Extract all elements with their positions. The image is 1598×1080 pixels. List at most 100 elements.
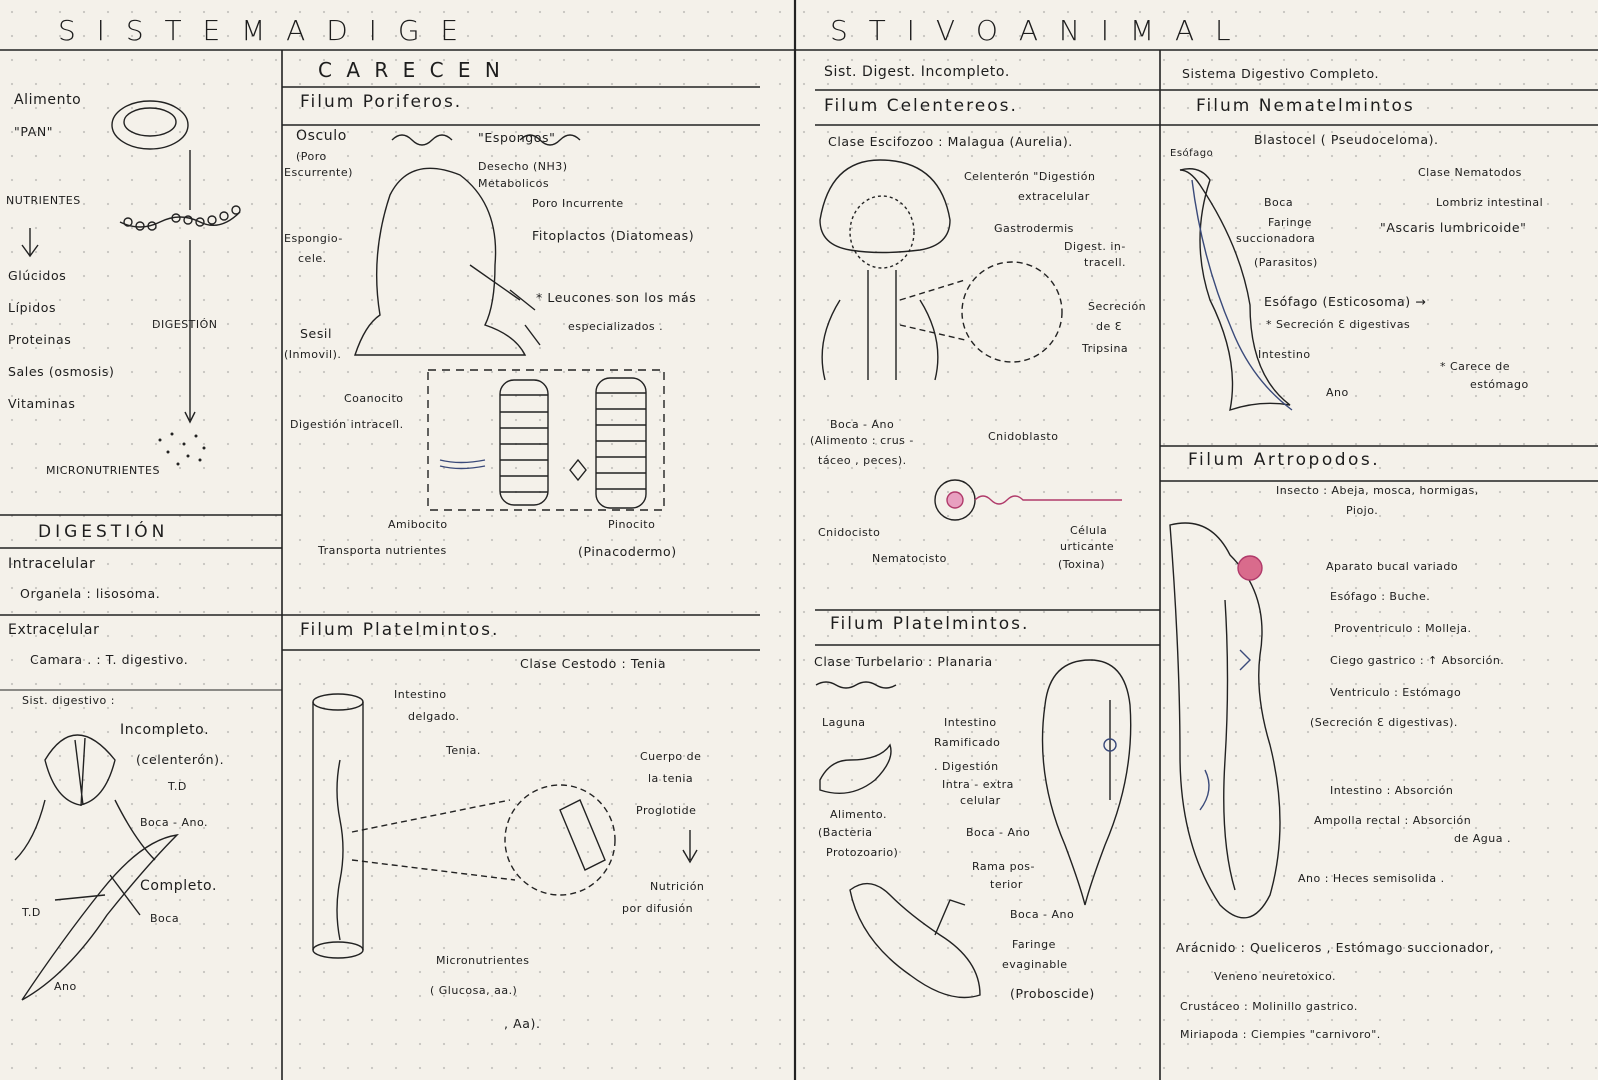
nutrient-item-glucidos: Glúcidos — [8, 268, 67, 283]
filum-artropodos-heading: Filum Artropodos. — [1188, 450, 1381, 470]
filum-nematelmintos-heading: Filum Nematelmintos — [1196, 96, 1415, 116]
boca-ano-label: Boca - Ano — [830, 418, 895, 431]
leucones-note: * Leucones son los más — [536, 290, 697, 305]
blastocel-label: Blastocel ( Pseudoceloma). — [1254, 132, 1439, 147]
incompleto-header: Sist. Digest. Incompleto. — [824, 64, 1010, 80]
secrecion-digestivas-label: * Secreción Ɛ digestivas — [1266, 318, 1411, 331]
intestino-label: Intestino — [394, 688, 447, 701]
celenteron-label: (celenterón). — [136, 752, 225, 767]
espongos-label: "Espongos" — [478, 130, 556, 145]
estomago-label: estómago — [1470, 378, 1529, 391]
lombriz-label: Lombriz intestinal — [1436, 196, 1544, 209]
insecto-label: Insecto : Abeja, mosca, hormigas, — [1276, 484, 1479, 497]
page-title-right: S T I V O A N I M A L — [830, 14, 1237, 47]
desecho-label: Desecho (NH3) — [478, 160, 568, 173]
evaginable-label: evaginable — [1002, 958, 1068, 971]
cnidoblasto-label: Cnidoblasto — [988, 430, 1059, 443]
esofago-esticosoma-label: Esófago (Esticosoma) → — [1264, 294, 1427, 309]
succionadora-label: succionadora — [1236, 232, 1316, 245]
nutrient-item-proteinas: Proteinas — [8, 332, 72, 347]
planaria-drawing — [1041, 659, 1132, 906]
ramificado-label: Ramificado — [934, 736, 1001, 749]
sponge-drawing — [354, 167, 527, 356]
poro-escurrente-label: (Poro — [296, 150, 327, 163]
food-name: "PAN" — [14, 124, 54, 139]
coanocito-label: Coanocito — [344, 392, 404, 405]
proventriculo-label: Proventriculo : Molleja. — [1334, 622, 1472, 635]
agua-label: de Agua . — [1454, 832, 1511, 845]
carecen-header: C A R E C E N — [318, 58, 504, 82]
amibocito-label: Amibocito — [388, 518, 448, 531]
fitoplactos-label: Fitoplactos (Diatomeas) — [532, 228, 695, 243]
laguna-label: Laguna — [822, 716, 866, 729]
intestino-absorcion-label: Intestino : Absorción — [1330, 784, 1454, 797]
filum-platelmintos-heading-2: Filum Platelmintos. — [830, 614, 1030, 634]
carece-label: * Carece de — [1440, 360, 1511, 373]
espongiocele-label-2: cele. — [298, 252, 327, 265]
filum-poriferos-heading: Filum Poriferos. — [300, 92, 463, 112]
terior-label: terior — [990, 878, 1023, 891]
extracelular-label: extracelular — [1018, 190, 1090, 203]
proglotide-label: Proglotide — [636, 804, 697, 817]
filum-platelmintos-heading: Filum Platelmintos. — [300, 620, 500, 640]
cuerpo-tenia-label: Cuerpo de — [640, 750, 702, 763]
secrecion-label: Secreción — [1088, 300, 1147, 313]
planaria-body-drawing — [849, 882, 981, 999]
nematode-drawing — [1179, 168, 1291, 412]
camara-label: Camara . : T. digestivo. — [30, 652, 189, 667]
ano-label-2: Ano — [1326, 386, 1349, 399]
gastrodermis-zoom-circle — [961, 261, 1063, 363]
glucosa-label: ( Glucosa, aa.) — [430, 984, 518, 997]
proglottid-zoom-circle — [504, 784, 616, 896]
espongiocele-label: Espongio- — [284, 232, 343, 245]
osculo-label: Osculo — [296, 128, 347, 144]
bread-drawing — [111, 100, 189, 150]
esofago-buche-label: Esófago : Buche. — [1330, 590, 1431, 603]
pinacodermo-label: (Pinacodermo) — [578, 544, 677, 559]
toxina-label: (Toxina) — [1058, 558, 1106, 571]
small-planaria-drawing — [819, 743, 892, 794]
transporta-label: Transporta nutrientes — [318, 544, 447, 557]
faringe-label-2: Faringe — [1268, 216, 1312, 229]
aracnido-label: Arácnido : Queliceros , Estómago succion… — [1176, 940, 1495, 955]
intracellular-label: Intracelular — [8, 556, 96, 572]
ascaris-label: "Ascaris lumbricoide" — [1380, 220, 1527, 235]
difusion-label: por difusión — [622, 902, 694, 915]
secrecion-digestivas-label-2: (Secreción Ɛ digestivas). — [1310, 716, 1458, 729]
ventriculo-label: Ventriculo : Estómago — [1330, 686, 1462, 699]
delgado-label: delgado. — [408, 710, 460, 723]
boca-ano-label-2: Boca - Ano — [966, 826, 1031, 839]
ano-label: Ano — [54, 980, 77, 993]
alimento-label: (Alimento : crus - — [810, 434, 914, 447]
tripsina-label: Tripsina — [1082, 342, 1129, 355]
tenia-label: Tenia. — [446, 744, 481, 757]
cnidocisto-label: Cnidocisto — [818, 526, 881, 539]
boca-label-2: Boca — [1264, 196, 1294, 209]
intestino-label-3: Intestino — [1258, 348, 1311, 361]
pinocito-label: Pinocito — [608, 518, 656, 531]
digest-intracell-label: Digest. in- — [1064, 240, 1126, 253]
boca-ano-label-3: Boca - Ano — [1010, 908, 1075, 921]
crustaceo-label: Crustáceo : Molinillo gastrico. — [1180, 1000, 1358, 1013]
digestion-label-2: . Digestión — [934, 760, 999, 773]
poro-escurrente-label-2: Escurrente) — [284, 166, 353, 179]
escifozoo-label: Clase Escifozoo : Malagua (Aurelia). — [828, 134, 1073, 149]
choanocyte-stack — [499, 379, 549, 506]
completo-header: Sistema Digestivo Completo. — [1182, 66, 1380, 81]
amibocyte-drawing — [569, 458, 587, 482]
alimento-label-2: Alimento. — [830, 808, 887, 821]
proboscide-label: (Proboscide) — [1010, 986, 1095, 1001]
sist-digestivo-label: Sist. digestivo : — [22, 694, 115, 707]
jellyfish-drawing — [819, 159, 951, 381]
completo-label: Completo. — [140, 878, 218, 894]
sponge-cells-box — [427, 369, 665, 511]
pinacocyte-stack — [595, 377, 647, 509]
organela-label: Organela : lisosoma. — [20, 586, 161, 601]
digest-intracell-label-2: tracell. — [1084, 256, 1127, 269]
piojo-label: Piojo. — [1346, 504, 1379, 517]
rama-label: Rama pos- — [972, 860, 1036, 873]
urticante-label: urticante — [1060, 540, 1115, 553]
veneno-label: Veneno neuretoxico. — [1214, 970, 1336, 983]
